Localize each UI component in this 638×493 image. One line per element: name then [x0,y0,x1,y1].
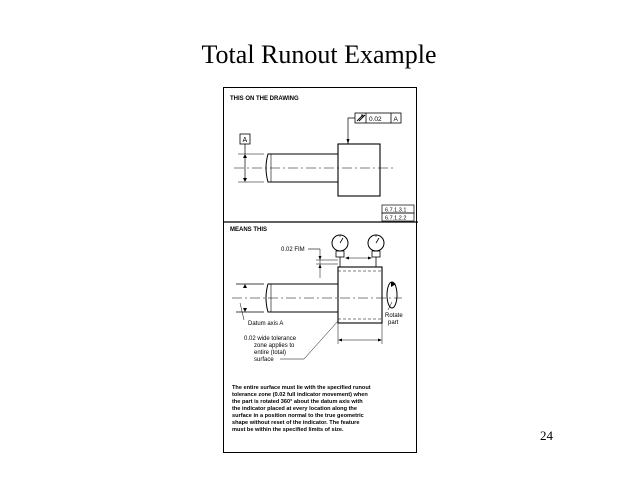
explanation-line-5: surface in a position normal to the true… [232,413,364,419]
ref-1: 6.7.1.3.1 [385,208,406,214]
dial-indicator-left-icon [331,234,349,267]
fim-label: 0.02 FIM [281,247,305,253]
explanation-line-7: must be within the specified limits of s… [232,427,344,433]
ref-2: 6.7.1.2.2 [385,216,406,222]
feature-control-frame: 0.02 A [354,112,402,124]
zone-note-2: zone applies to [254,343,295,349]
rotate-arrow-icon [386,281,398,309]
explanation-line-3: the part is rotated 360° about the datum… [232,399,363,405]
top-panel-heading: THIS ON THE DRAWING [230,96,299,102]
rotate-label-2: part [388,320,399,326]
datum-feature-symbol: A [239,133,251,182]
slide-title: Total Runout Example [201,40,437,69]
explanation-line-1: The entire surface must lie with the spe… [232,385,371,391]
runout-figure: THIS ON THE DRAWING 0.02 A A [223,87,418,453]
page-number: 24 [540,428,553,443]
fcf-datum: A [394,116,399,123]
explanation-line-2: tolerance zone (0.02 full indicator move… [232,392,368,398]
runout-diagram: THIS ON THE DRAWING 0.02 A A [224,96,418,433]
zone-note-1: 0.02 wide tolerance [244,336,297,342]
top-part [234,143,396,197]
explanation-line-6: shape without reset of the indicator. Th… [232,420,359,426]
datum-feature-label: A [243,137,248,144]
zone-note-3: entire (total) [254,350,286,356]
dial-indicator-right-icon [367,234,385,267]
zone-note-4: surface [254,357,274,363]
bottom-panel-heading: MEANS THIS [230,227,267,233]
rotate-label-1: Rotate [385,313,403,319]
fcf-leader [347,117,355,144]
bottom-part [232,266,402,324]
reference-boxes: 6.7.1.3.1 6.7.1.2.2 [381,204,415,222]
explanation-line-4: the indicator placed at every location a… [232,406,357,412]
datum-axis-label: Datum axis A [248,321,283,327]
total-runout-symbol-icon [356,114,366,122]
fcf-tolerance: 0.02 [369,116,382,123]
